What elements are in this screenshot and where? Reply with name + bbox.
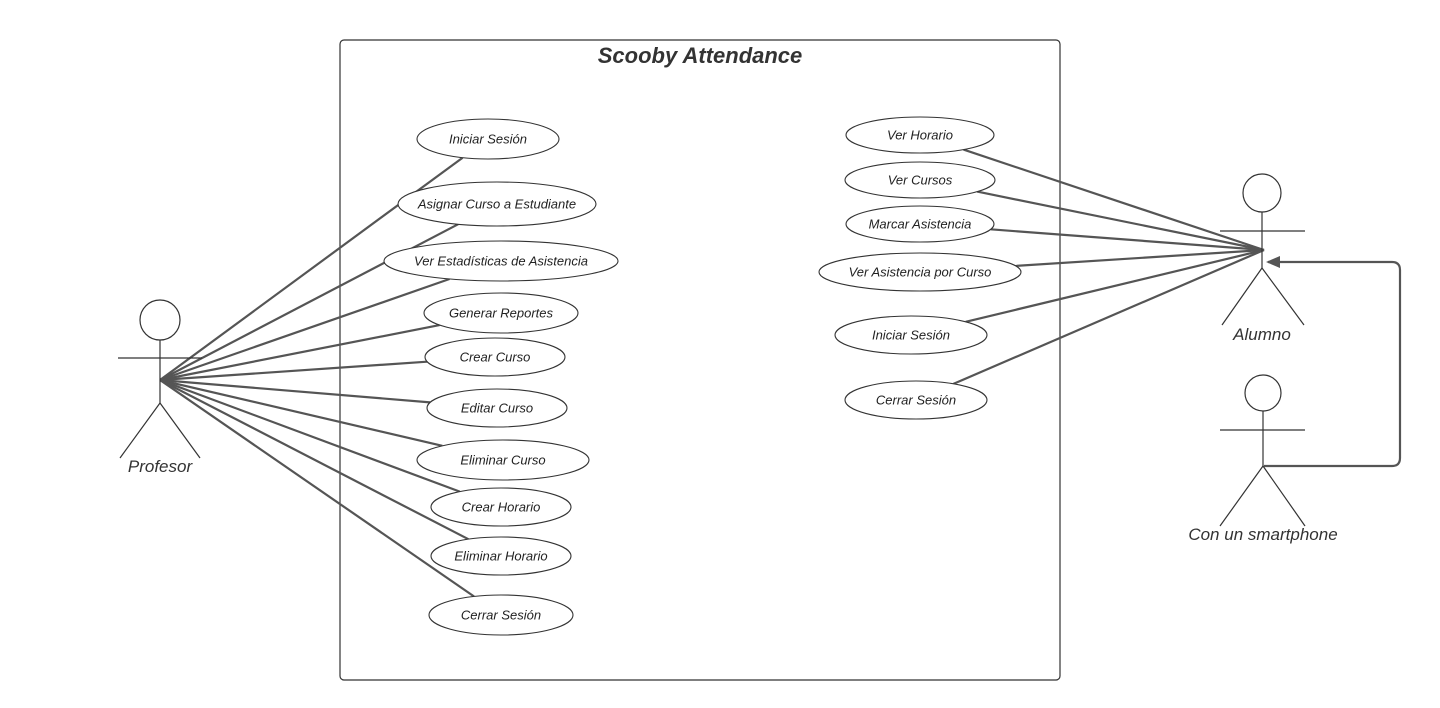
profesor-link-ver-estadisticas-de-asistencia xyxy=(159,277,450,382)
actor-profesor-label: Profesor xyxy=(128,457,194,476)
use-case-label: Iniciar Sesión xyxy=(449,132,527,147)
use-case-ellipse xyxy=(845,205,995,243)
use-case-label: Asignar Curso a Estudiante xyxy=(417,197,576,212)
alumno-use-case-iniciar-sesion: Iniciar Sesión xyxy=(834,315,988,355)
use-case-label: Ver Cursos xyxy=(888,173,953,188)
use-case-label: Iniciar Sesión xyxy=(872,328,950,343)
use-case-ellipse xyxy=(430,487,572,527)
use-case-label: Marcar Asistencia xyxy=(869,217,972,232)
use-case-label: Ver Estadísticas de Asistencia xyxy=(414,254,588,269)
use-case-ellipse xyxy=(424,337,566,377)
alumno-use-case-marcar-asistencia: Marcar Asistencia xyxy=(845,205,995,243)
profesor-link-cerrar-sesion xyxy=(159,379,475,598)
use-case-ellipse xyxy=(383,240,619,282)
use-case-ellipse xyxy=(416,118,560,160)
use-case-ellipse xyxy=(818,252,1022,292)
alumno-link-cerrar-sesion xyxy=(952,248,1265,385)
profesor-use-case-crear-curso: Crear Curso xyxy=(424,337,566,377)
profesor-use-case-cerrar-sesion: Cerrar Sesión xyxy=(428,594,574,636)
use-case-ellipse xyxy=(397,181,597,227)
use-case-label: Generar Reportes xyxy=(449,306,554,321)
profesor-use-case-asignar-curso-a-estudiante: Asignar Curso a Estudiante xyxy=(397,181,597,227)
actor-alumno-label: Alumno xyxy=(1232,325,1291,344)
profesor-use-case-iniciar-sesion: Iniciar Sesión xyxy=(416,118,560,160)
use-case-label: Cerrar Sesión xyxy=(876,393,956,408)
system-title: Scooby Attendance xyxy=(598,43,803,68)
use-case-ellipse xyxy=(430,536,572,576)
use-case-label: Eliminar Curso xyxy=(460,453,545,468)
use-case-ellipse xyxy=(844,161,996,199)
actor-smartphone-label: Con un smartphone xyxy=(1188,525,1337,544)
actor-alumno-figure xyxy=(1220,173,1305,326)
alumno-link-ver-asistencia-por-curso xyxy=(1015,248,1265,267)
alumno-use-case-ver-cursos: Ver Cursos xyxy=(844,161,996,199)
profesor-link-eliminar-curso xyxy=(159,378,443,447)
alumno-link-marcar-asistencia xyxy=(990,228,1265,252)
profesor-link-crear-horario xyxy=(159,378,461,493)
use-case-ellipse xyxy=(416,439,590,481)
use-case-label: Eliminar Horario xyxy=(454,549,547,564)
alumno-use-case-ver-horario: Ver Horario xyxy=(845,116,995,154)
actor-alumno: Alumno xyxy=(1220,173,1305,344)
profesor-use-case-crear-horario: Crear Horario xyxy=(430,487,572,527)
actor-smartphone-figure xyxy=(1219,374,1306,527)
alumno-use-case-ver-asistencia-por-curso: Ver Asistencia por Curso xyxy=(818,252,1022,292)
actor-profesor-figure xyxy=(118,299,202,459)
profesor-use-case-generar-reportes: Generar Reportes xyxy=(423,292,579,334)
use-case-ellipse xyxy=(834,315,988,355)
use-case-label: Editar Curso xyxy=(461,401,533,416)
profesor-use-case-eliminar-curso: Eliminar Curso xyxy=(416,439,590,481)
use-case-ellipse xyxy=(844,380,988,420)
profesor-use-case-editar-curso: Editar Curso xyxy=(426,388,568,428)
use-case-label: Ver Asistencia por Curso xyxy=(849,265,992,280)
use-case-label: Cerrar Sesión xyxy=(461,608,541,623)
generalization-arrow xyxy=(1264,256,1402,468)
profesor-link-generar-reportes xyxy=(159,324,440,382)
profesor-link-crear-curso xyxy=(159,360,428,382)
use-case-label: Crear Horario xyxy=(462,500,541,515)
alumno-use-case-cerrar-sesion: Cerrar Sesión xyxy=(844,380,988,420)
use-case-ellipse xyxy=(428,594,574,636)
alumno-link-ver-horario xyxy=(963,148,1265,252)
profesor-link-eliminar-horario xyxy=(159,379,469,541)
profesor-use-case-eliminar-horario: Eliminar Horario xyxy=(430,536,572,576)
alumno-link-iniciar-sesion xyxy=(965,248,1265,323)
actor-profesor: Profesor xyxy=(118,299,202,476)
use-case-ellipse xyxy=(423,292,579,334)
system-boundary xyxy=(339,39,1061,681)
use-case-ellipse xyxy=(426,388,568,428)
profesor-link-editar-curso xyxy=(159,378,431,404)
profesor-use-case-ver-estadisticas-de-asistencia: Ver Estadísticas de Asistencia xyxy=(383,240,619,282)
association-lines xyxy=(159,148,1265,598)
actor-smartphone: Con un smartphone xyxy=(1188,374,1338,544)
use-case-label: Crear Curso xyxy=(460,350,531,365)
alumno-link-ver-cursos xyxy=(976,190,1265,252)
use-case-label: Ver Horario xyxy=(887,128,953,143)
use-case-ellipse xyxy=(845,116,995,154)
